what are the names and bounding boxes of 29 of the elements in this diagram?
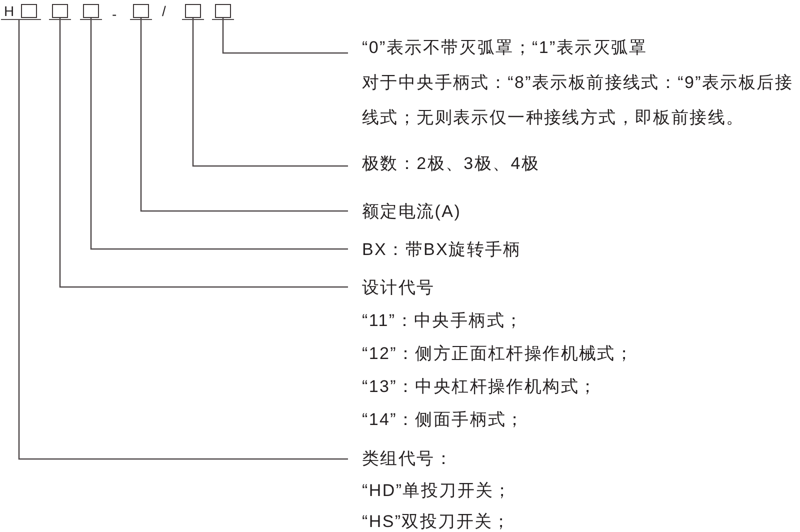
option-text: “0”表示不带灭弧罩；“1”表示灭弧罩 — [362, 37, 648, 59]
option-text: “11”：中央手柄式； — [362, 310, 524, 332]
leader-line — [59, 18, 348, 288]
description-text: BX：带BX旋转手柄 — [362, 239, 522, 261]
code-slot — [52, 4, 68, 18]
option-text: “HD”单投刀开关； — [362, 482, 512, 500]
code-slot — [215, 4, 231, 18]
note-text: 对于中央手柄式：“8”表示板前接线式：“9”表示板后接线式；无则表示仅一种接线方式，即板前接线。 — [362, 72, 794, 129]
code-slot — [83, 4, 99, 18]
code-slot — [133, 4, 149, 18]
field-heading: 设计代号 — [362, 277, 435, 299]
option-text: “14”：侧面手柄式； — [362, 409, 524, 431]
description-text: 极数：2极、3极、4极 — [362, 153, 540, 175]
leader-line — [18, 20, 348, 460]
description-text: 额定电流(A) — [362, 201, 462, 223]
option-text: “12”：侧方正面杠杆操作机械式； — [362, 343, 634, 365]
code-separator: - — [112, 7, 117, 21]
option-text: “HS”双投刀开关； — [362, 513, 511, 531]
code-letter: H — [4, 4, 14, 18]
leader-line — [192, 18, 348, 167]
option-text: “13”：中央杠杆操作机构式； — [362, 376, 598, 398]
leader-line — [222, 18, 348, 54]
field-heading: 类组代号： — [362, 450, 453, 468]
code-separator: / — [162, 4, 166, 18]
code-slot — [21, 4, 37, 18]
underlined-code-group — [1, 2, 41, 20]
leader-line — [140, 18, 348, 212]
leader-line — [90, 18, 348, 250]
code-slot — [185, 4, 201, 18]
